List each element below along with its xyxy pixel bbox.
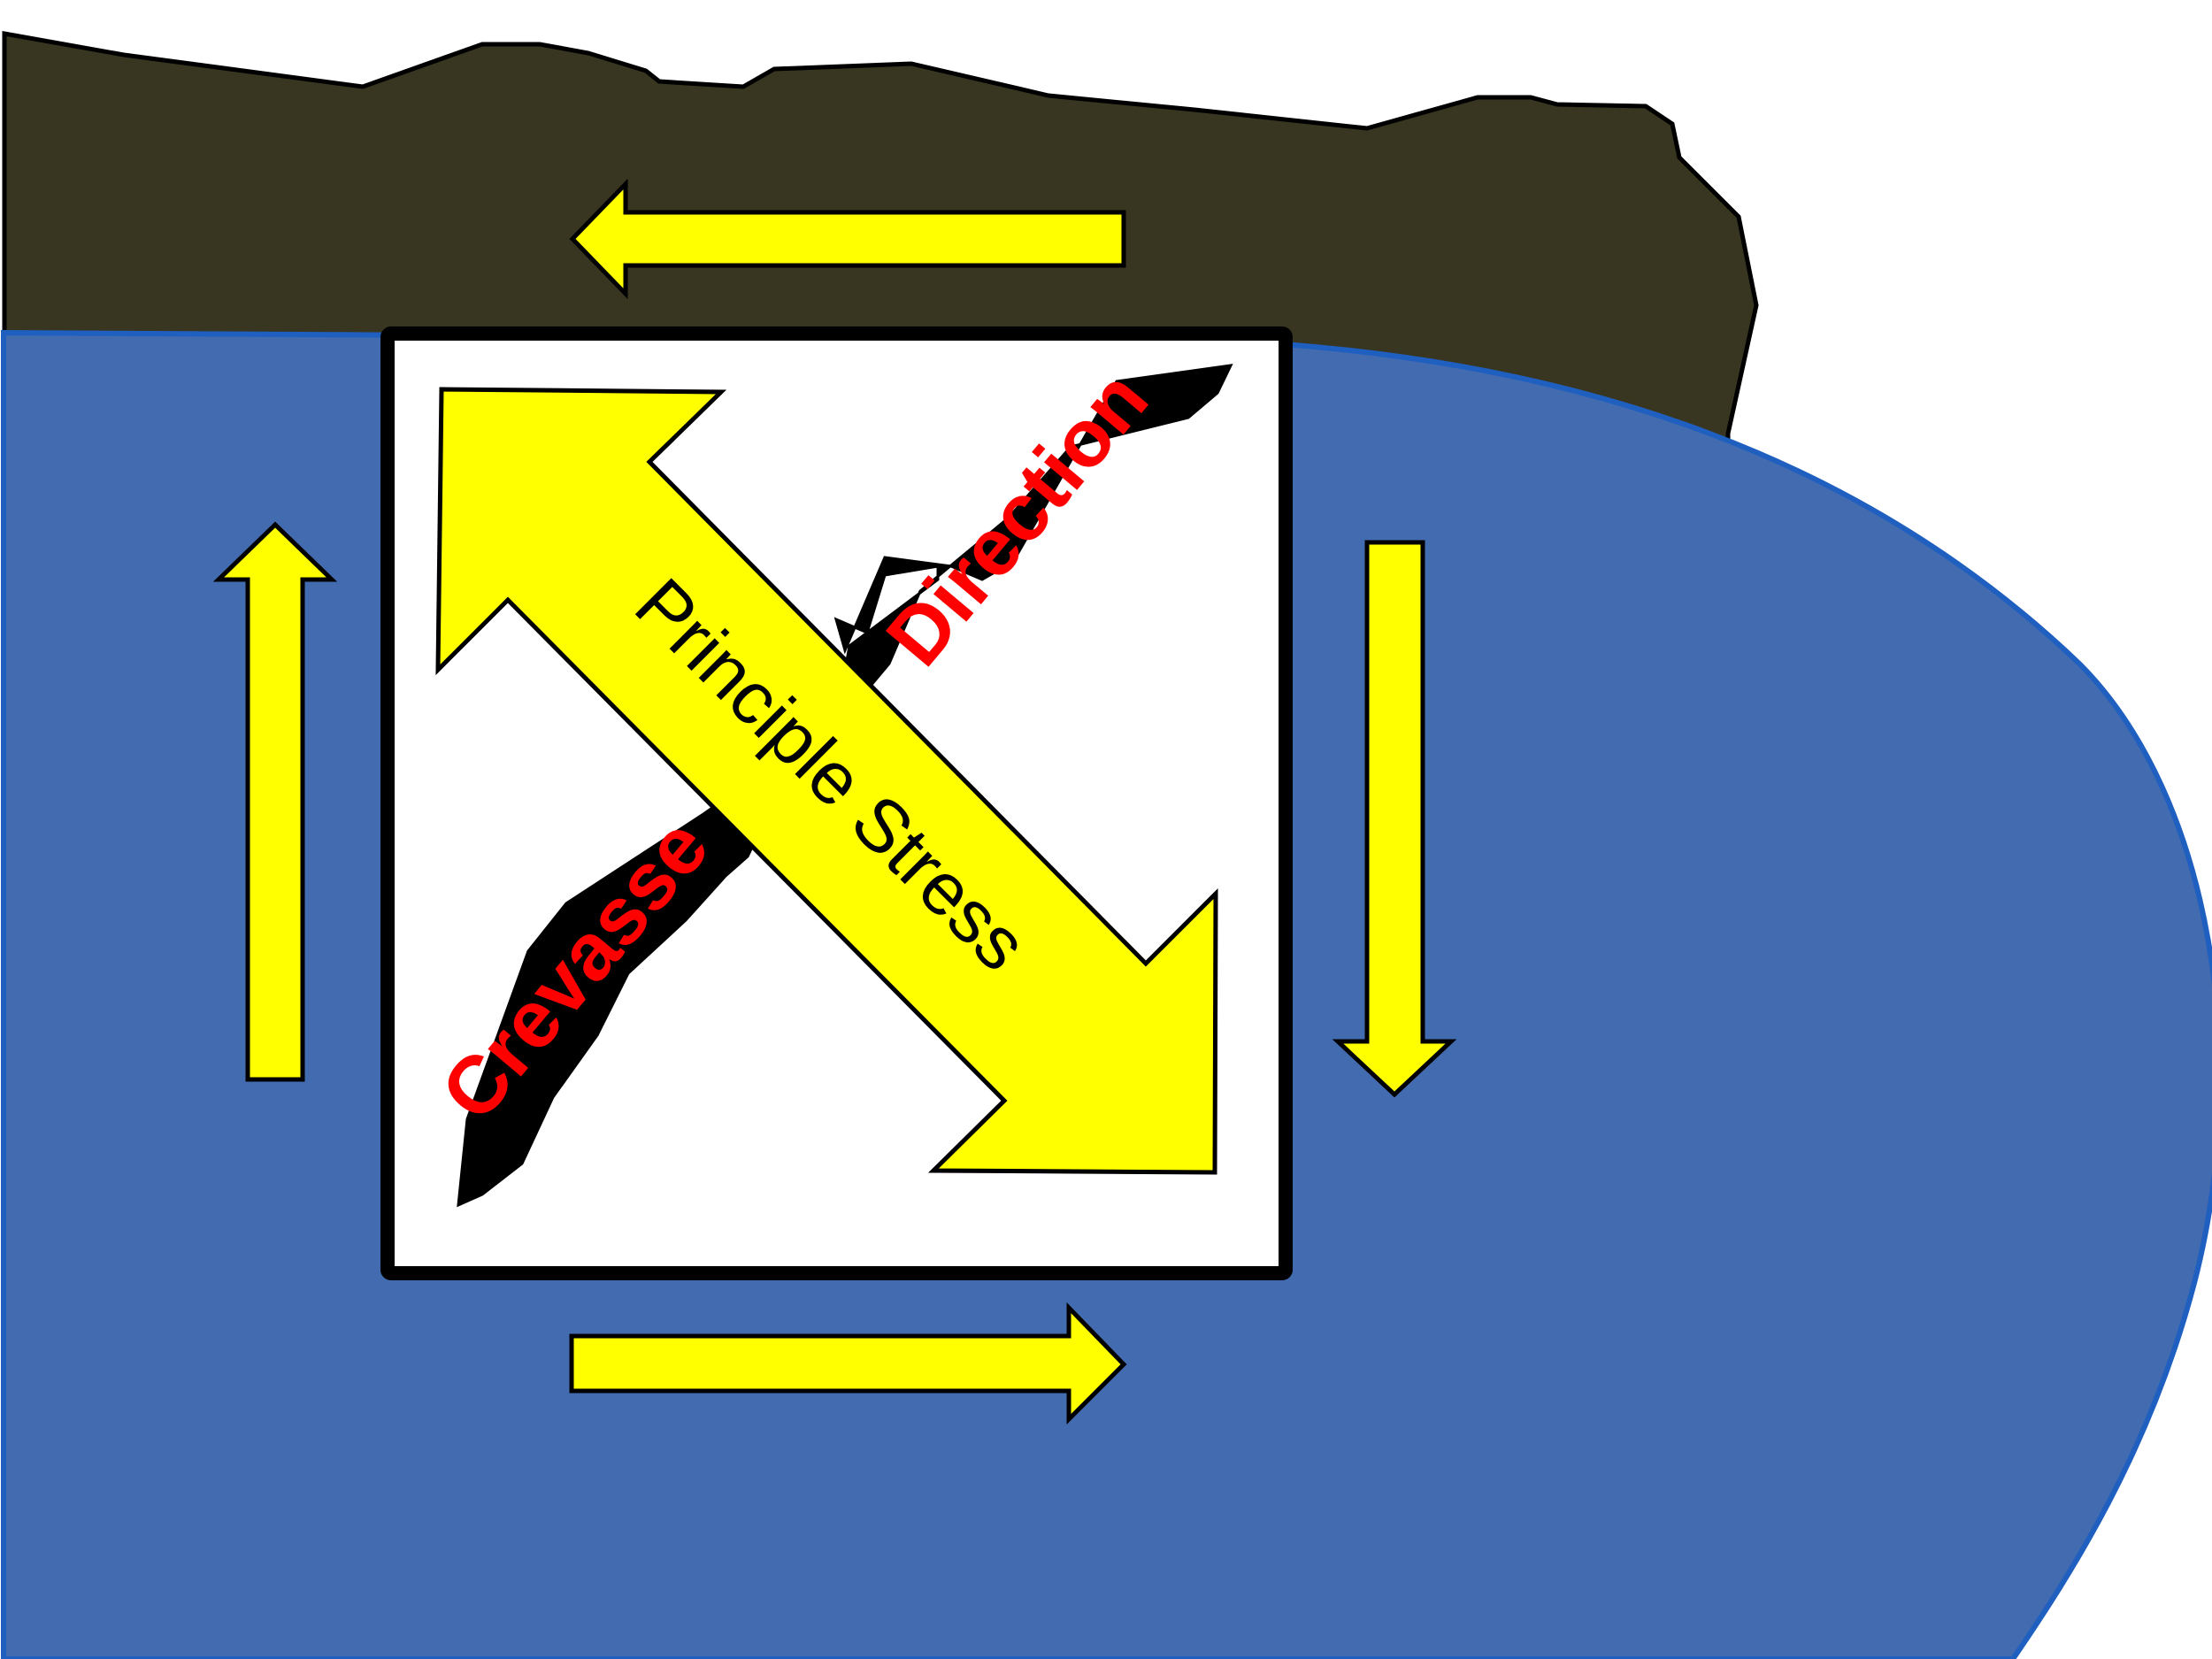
shear-arrow-top-left	[569, 178, 1126, 300]
shear-arrow-right-down	[1332, 540, 1457, 1098]
principal-stress-arrow	[435, 387, 1218, 1175]
crevasse-crack	[457, 364, 1233, 1208]
shear-arrow-bottom-right	[569, 1302, 1127, 1425]
shear-arrow-left-up	[212, 521, 338, 1082]
